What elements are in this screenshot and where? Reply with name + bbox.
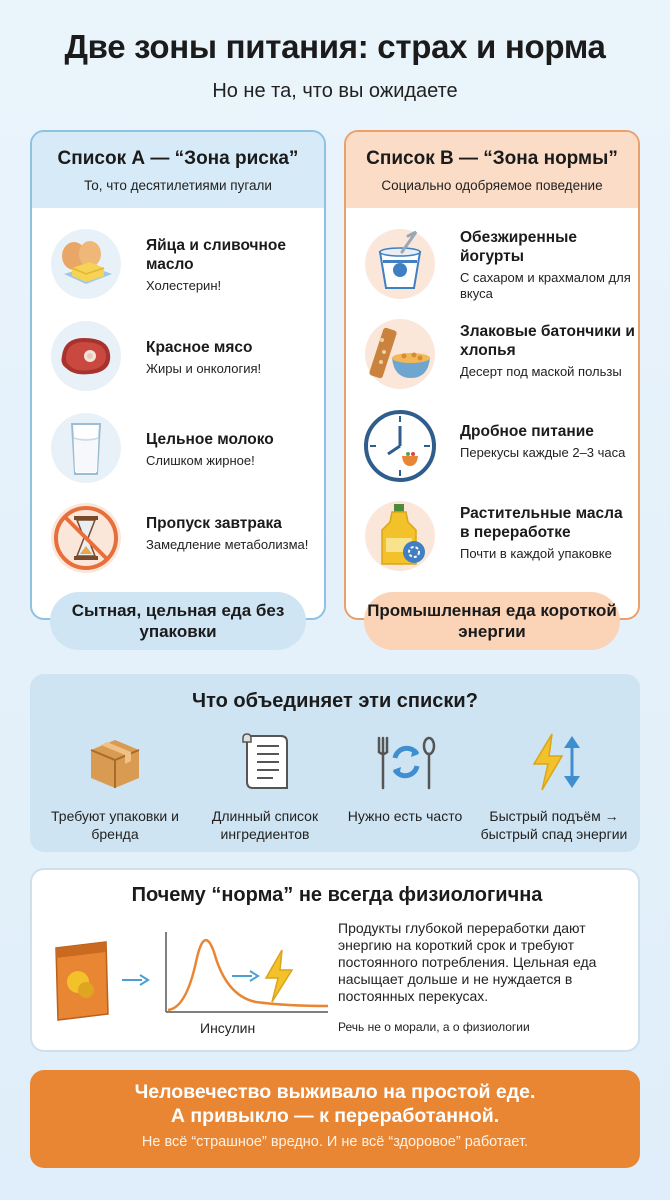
trait-item: Требуют упаковки и бренда — [40, 730, 190, 843]
trait-item: Быстрый подъём → быстрый спад энергии — [470, 730, 638, 843]
list-a-subtitle: То, что десятилетиями пугали — [84, 178, 272, 193]
list-a-header: Список А — “Зона риска” То, что десятиле… — [32, 132, 324, 208]
list-b-title: Список В — “Зона нормы” — [366, 148, 618, 169]
cereal-bar-icon — [365, 319, 435, 389]
conclusion-banner: Человечество выживало на простой еде. А … — [30, 1070, 640, 1168]
insulin-curve — [165, 932, 329, 1013]
list-b-header: Список В — “Зона нормы” Социально одобря… — [346, 132, 638, 208]
insulin-label: Инсулин — [200, 1020, 256, 1036]
trait-item: Нужно есть часто — [330, 730, 480, 825]
page-subtitle: Но не та, что вы ожидаете — [212, 80, 458, 102]
trait-label: Быстрый подъём → быстрый спад энергии — [480, 808, 628, 842]
yogurt-icon — [365, 229, 435, 299]
list-a-card: Список А — “Зона риска” То, что десятиле… — [30, 130, 326, 620]
why-note: Речь не о морали, а о физиологии — [338, 1020, 530, 1034]
list-item-desc: Слишком жирное! — [146, 453, 255, 468]
conclusion-line-3: Не всё “страшное” вредно. И не всё “здор… — [141, 1134, 529, 1150]
page-title: Две зоны питания: страх и норма — [64, 28, 606, 65]
clock-snack-icon — [364, 410, 436, 482]
list-b-card: Список В — “Зона нормы” Социально одобря… — [344, 130, 640, 620]
list-item-desc: С сахаром и крахмалом для вкуса — [460, 270, 631, 301]
list-item-title: Растительные масла в переработке — [460, 505, 623, 541]
box-icon — [90, 740, 140, 788]
list-item-title: Красное мясо — [146, 339, 253, 356]
why-explanation: Продукты глубокой переработки дают энерг… — [338, 920, 597, 1004]
list-b-footer: Промышленная еда короткой энергии — [364, 592, 620, 650]
list-item-title: Яйца и сливочное масло — [146, 237, 286, 273]
list-item-desc: Холестерин! — [146, 278, 222, 293]
list-item-desc: Замедление метаболизма! — [146, 537, 309, 552]
common-traits-title: Что объединяет эти списки? — [192, 690, 478, 712]
trait-label: Длинный список ингредиентов — [211, 808, 319, 842]
list-item-title: Цельное молоко — [146, 431, 274, 448]
list-item-desc: Перекусы каждые 2–3 часа — [460, 445, 626, 460]
crossed-hourglass-icon — [51, 503, 121, 573]
arrow-right-icon — [232, 970, 260, 982]
list-item-desc: Почти в каждой упаковке — [460, 546, 612, 561]
cutlery-cycle-icon — [377, 736, 436, 790]
insulin-graph — [55, 932, 329, 1021]
list-item-desc: Десерт под маской пользы — [460, 364, 622, 379]
list-item-title: Пропуск завтрака — [146, 515, 282, 532]
list-item-desc: Жиры и онкология! — [146, 361, 262, 376]
energy-arrows-icon — [532, 733, 580, 791]
conclusion-line-2: А привыкло — к переработанной. — [170, 1105, 500, 1127]
trait-item: Длинный список ингредиентов — [190, 730, 340, 843]
steak-icon — [51, 321, 121, 391]
trait-label: Нужно есть часто — [347, 808, 463, 824]
list-a-title: Список А — “Зона риска” — [57, 148, 299, 169]
common-traits-panel: Что объединяет эти списки? Требуют упако… — [30, 674, 640, 852]
why-title: Почему “норма” не всегда физиологична — [131, 884, 543, 906]
trait-label: Требуют упаковки и бренда — [51, 808, 179, 842]
why-panel: Почему “норма” не всегда физиологична Ин… — [30, 868, 640, 1052]
list-item-title: Обезжиренные йогурты — [460, 229, 577, 265]
eggs-butter-icon — [51, 229, 121, 299]
oil-bottle-icon — [365, 501, 435, 571]
list-b-subtitle: Социально одобряемое поведение — [381, 178, 603, 193]
lightning-bolt-icon — [264, 949, 294, 1003]
scroll-list-icon — [242, 733, 288, 789]
milk-glass-icon — [51, 413, 121, 483]
snack-pack-icon — [55, 941, 109, 1021]
list-item-title: Дробное питание — [460, 423, 594, 440]
list-item-title: Злаковые батончики и хлопья — [460, 323, 635, 359]
conclusion-line-1: Человечество выживало на простой еде. — [134, 1081, 536, 1103]
list-a-footer: Сытная, цельная еда без упаковки — [50, 592, 306, 650]
arrow-right-icon — [122, 974, 150, 986]
